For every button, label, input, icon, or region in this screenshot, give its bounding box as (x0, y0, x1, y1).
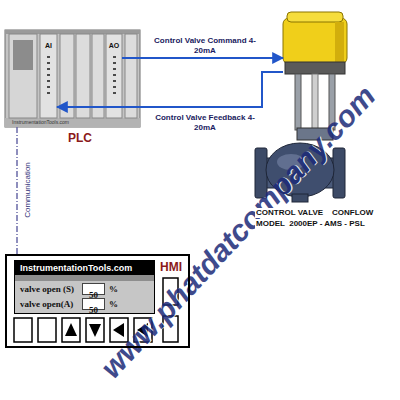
led (47, 56, 50, 58)
device-label: HMI (160, 260, 182, 274)
communication-line (16, 127, 18, 254)
io-module (106, 34, 122, 118)
valve-caption: CONTROL VALVE CONFLOW (255, 208, 374, 218)
power-module (9, 34, 37, 118)
yoke-pillar (295, 74, 301, 130)
analog-input-module: AI (40, 34, 57, 122)
control-valve: CONTROL VALVE CONFLOWMODEL 2000EP - AMS … (283, 12, 347, 74)
key-button (62, 318, 80, 342)
blank-module (60, 34, 74, 118)
key-button (38, 318, 56, 342)
down-arrow (89, 324, 101, 337)
actuator-body (283, 18, 347, 64)
blank-module (125, 34, 137, 118)
flange (333, 148, 345, 198)
screen-title: InstrumentationTools.com (15, 261, 154, 275)
up-arrow (65, 323, 77, 336)
led (47, 92, 50, 94)
led (47, 68, 50, 70)
led (113, 92, 116, 94)
led (113, 80, 116, 82)
plc-rack: PLCAIAO (5, 30, 140, 127)
io-module (40, 34, 57, 118)
signal-label: Communication (23, 162, 33, 218)
watermark-small: InstrumentationTools.com (12, 119, 69, 125)
signal-line (57, 72, 283, 107)
value-box: 50 (82, 298, 105, 310)
watermark: www.phatdatcompany.com (94, 79, 382, 385)
actuator-shade (335, 22, 344, 62)
unit-label: % (109, 298, 118, 310)
key-button (86, 318, 104, 342)
signal-label: Control Valve Feedback 4-20mA (145, 113, 265, 133)
led (47, 62, 50, 64)
module-label: AI (45, 42, 52, 50)
unit-label: % (109, 283, 118, 295)
device-label: PLC (68, 131, 92, 145)
rack-rail (5, 118, 140, 127)
blank-module (76, 34, 90, 118)
value-text: 50 (89, 305, 98, 315)
led (47, 80, 50, 82)
blank-module (92, 34, 104, 118)
led (113, 74, 116, 76)
analog-output-module: AO (106, 34, 122, 122)
rack-rail (5, 30, 140, 34)
actuator-cap (287, 12, 343, 22)
power-panel (13, 40, 33, 70)
actuator-base (285, 62, 345, 74)
led (113, 68, 116, 70)
value-box: 50 (82, 283, 105, 295)
led (47, 86, 50, 88)
signal-label: Control Valve Command 4-20mA (145, 36, 265, 56)
valve-model: MODEL 2000EP - AMS - PSL (255, 219, 366, 229)
field-label: valve open (S) (20, 283, 74, 295)
module-label: AO (109, 42, 120, 50)
signal-line (122, 57, 283, 59)
led (113, 56, 116, 58)
led (113, 86, 116, 88)
rack-frame (5, 30, 140, 127)
key-button (14, 318, 32, 342)
led (47, 74, 50, 76)
led (113, 62, 116, 64)
led-column (47, 56, 116, 94)
field-label: valve open(A) (20, 298, 73, 310)
